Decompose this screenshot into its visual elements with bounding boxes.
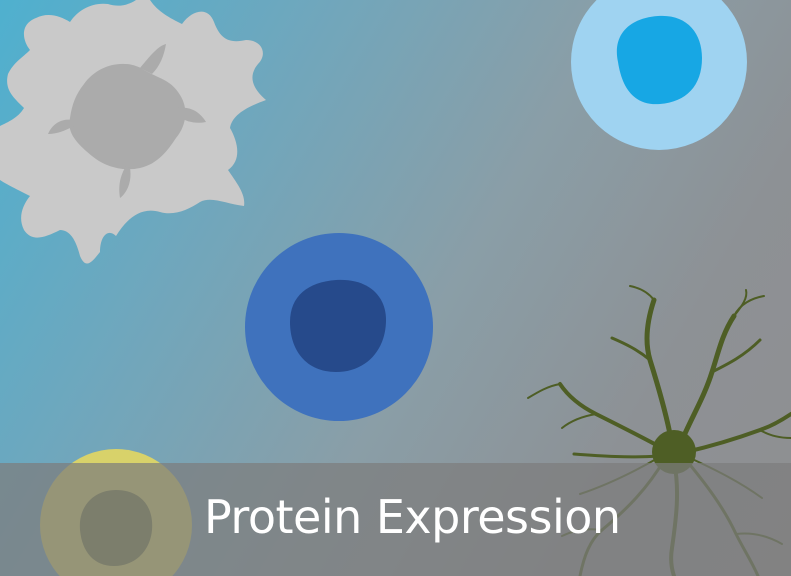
caption-band [0,463,791,576]
lymphocyte-light-icon [571,0,747,150]
tile-title: Protein Expression [204,490,621,544]
dendritic-cell-icon [0,0,266,264]
lymphocyte-blue-icon [245,233,433,421]
